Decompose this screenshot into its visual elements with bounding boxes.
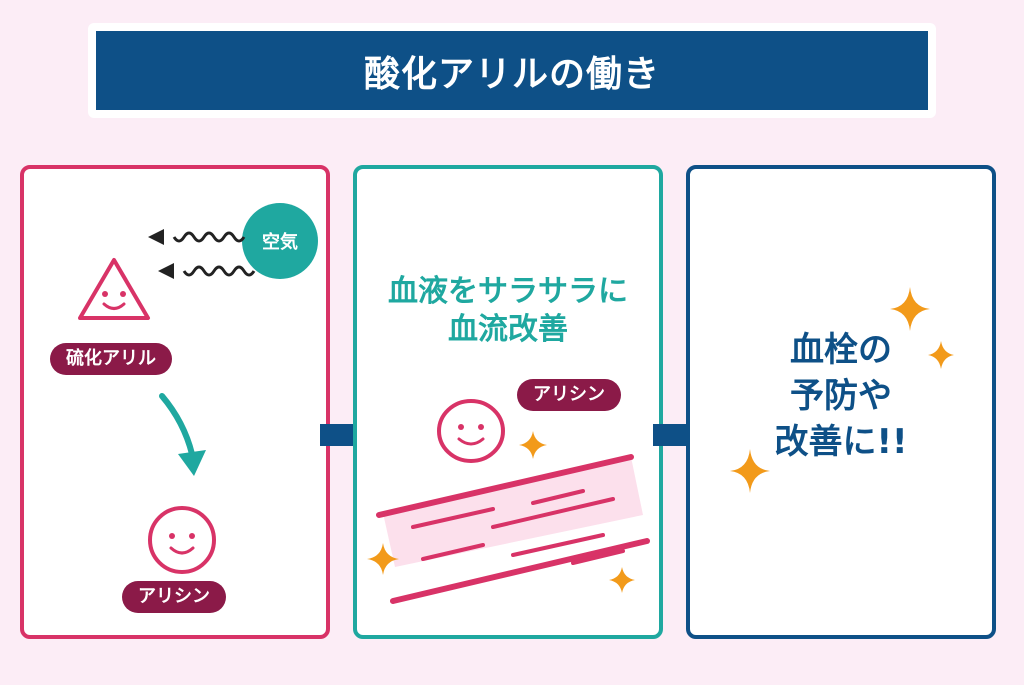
- panel-blood-flow: 血液をサラサラに 血流改善 アリシン: [353, 165, 663, 639]
- curved-arrow-icon: [159, 393, 206, 476]
- sparkle-icon: [890, 287, 930, 331]
- smiley-triangle-icon: [78, 258, 150, 320]
- smiley-circle-icon: [148, 506, 216, 574]
- air-label: 空気: [262, 232, 298, 253]
- air-badge: 空気: [242, 203, 318, 279]
- sparkle-icon: [730, 449, 770, 493]
- result-line2: 予防や: [790, 376, 892, 416]
- sparkle-icon: [609, 567, 635, 593]
- heading-line1: 血液をサラサラに: [388, 274, 628, 309]
- sparkle-icon: [519, 431, 547, 459]
- blood-vessel-icon: [376, 454, 650, 604]
- title-bar: 酸化アリルの働き: [96, 31, 928, 110]
- allyl-sulfide-label: 硫化アリル: [50, 343, 172, 375]
- sparkle-icon: [367, 543, 399, 575]
- result-line1: 血栓の: [790, 330, 892, 370]
- sparkle-icon: [928, 341, 954, 369]
- page-title: 酸化アリルの働き: [363, 53, 660, 95]
- panel-result: 血栓の 予防や 改善に!!: [686, 165, 996, 639]
- heading-line2: 血流改善: [448, 312, 568, 347]
- allicin-label: アリシン: [517, 379, 621, 411]
- result-line3: 改善に!!: [774, 422, 908, 462]
- smiley-circle-icon: [437, 399, 505, 463]
- wavy-arrow-icon: [148, 229, 256, 279]
- allicin-label: アリシン: [122, 581, 226, 613]
- panel-oxidation: 空気 硫化アリル アリシン: [20, 165, 330, 639]
- title-frame: 酸化アリルの働き: [88, 23, 936, 118]
